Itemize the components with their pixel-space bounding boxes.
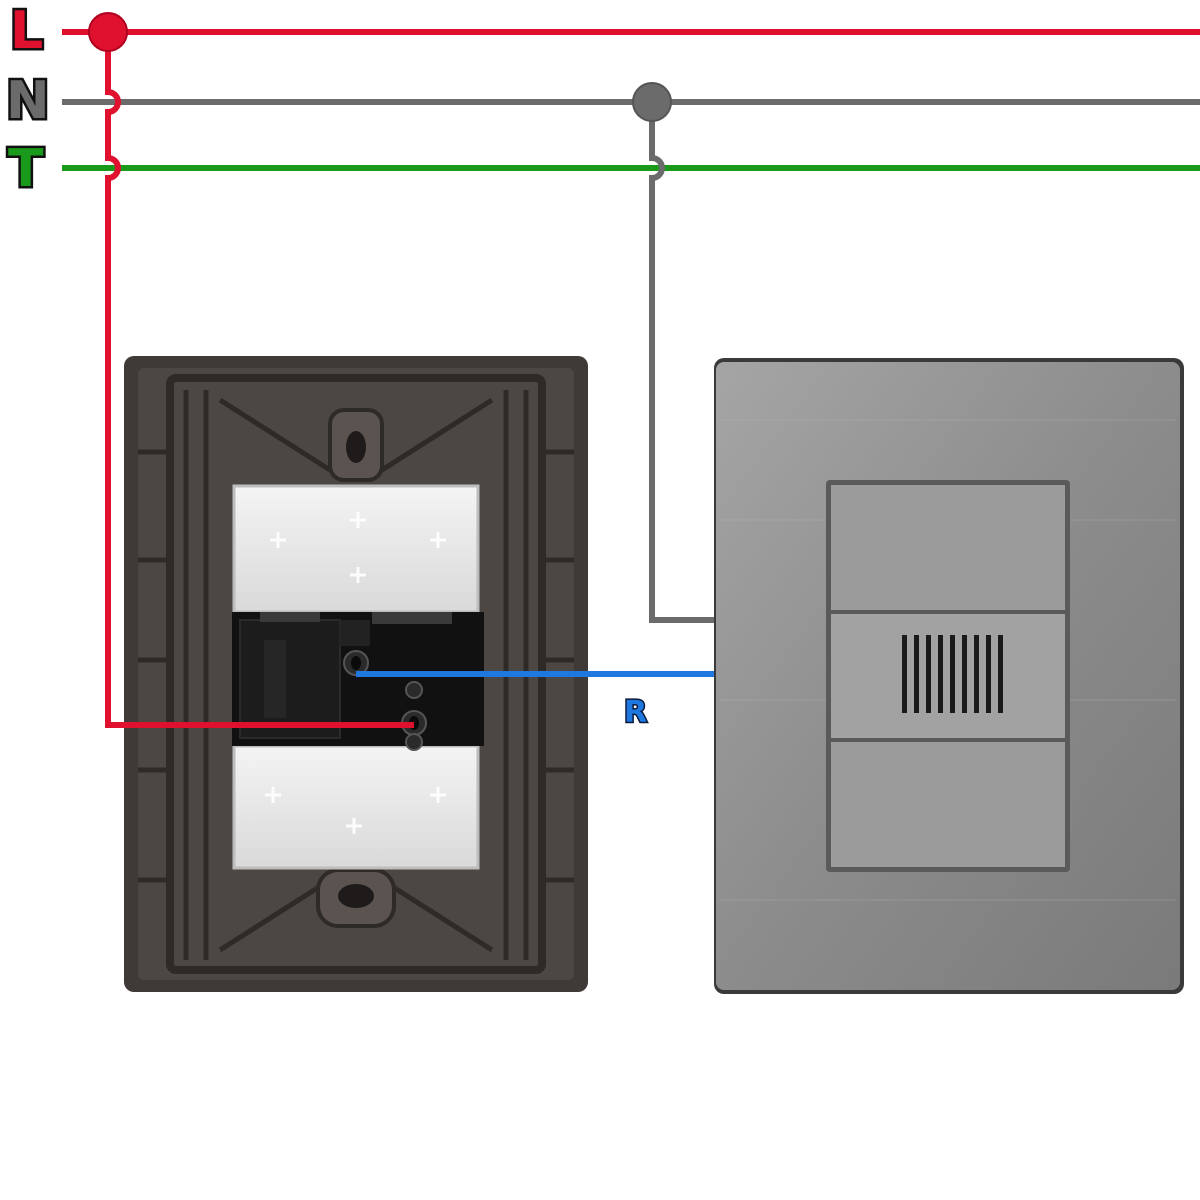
- top-module-cavity: [232, 484, 480, 614]
- neutral-junction-dot: [632, 82, 672, 122]
- top-mounting-hole: [328, 408, 384, 482]
- bottom-module-cavity: [232, 744, 480, 870]
- sensor-grille-icon: [902, 635, 1003, 713]
- line-drop-wire: [105, 32, 414, 728]
- line-label: L: [10, 1, 43, 61]
- return-label: R: [624, 695, 647, 730]
- line-junction-dot: [88, 12, 128, 52]
- earth-label: T: [8, 139, 44, 199]
- front-plate: [714, 358, 1184, 994]
- neutral-label: N: [6, 71, 50, 131]
- neutral-drop-wire: [649, 102, 714, 623]
- bottom-mounting-hole: [316, 868, 396, 928]
- sensor-panel: [831, 485, 1065, 867]
